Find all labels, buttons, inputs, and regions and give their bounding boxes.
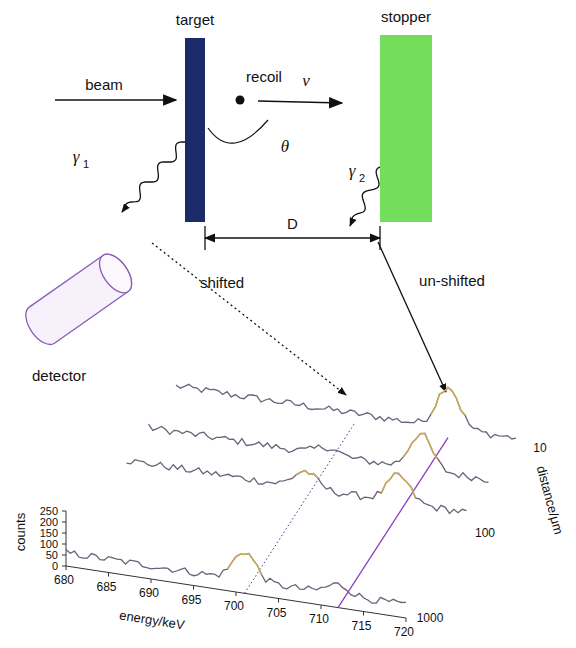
axis-tick [62, 544, 66, 545]
label: un-shifted [419, 273, 485, 288]
peak-highlight [404, 434, 438, 459]
label: θ [281, 138, 289, 155]
spectrum-trace [149, 424, 489, 482]
recoil-nucleus [236, 96, 245, 105]
axis-tick [406, 618, 407, 622]
label: 250 [40, 506, 58, 517]
energy-axis [66, 566, 406, 618]
node-label: stopper [381, 9, 431, 24]
label: 50 [46, 550, 58, 561]
label: beam [85, 77, 123, 92]
peak-highlight [297, 471, 318, 478]
label: 1 [83, 159, 89, 170]
label: shifted [200, 275, 244, 290]
detector-cylinder [10, 236, 150, 388]
spectrum-trace [176, 384, 516, 439]
label: 690 [139, 587, 159, 599]
label: 10 [533, 442, 546, 454]
axis-tick [62, 555, 66, 556]
label: 100 [40, 539, 58, 550]
label: 710 [309, 613, 329, 625]
spectrum-trace [66, 549, 406, 603]
angle-arc [208, 120, 268, 143]
label: 1000 [417, 612, 444, 624]
axis-tick [151, 579, 152, 583]
detector-face [93, 249, 138, 299]
peak-highlight [228, 554, 262, 575]
axis-tick [278, 599, 279, 603]
label: distance/μm [535, 464, 566, 535]
unshifted-pointer [378, 242, 446, 392]
counts-axis [66, 511, 67, 566]
peak-highlight [382, 473, 416, 498]
axis-tick [321, 605, 322, 609]
label: counts [14, 513, 27, 551]
detector-body [19, 249, 138, 350]
label: 695 [181, 594, 201, 606]
label: energy/keV [119, 608, 186, 631]
beam-arrow [55, 99, 176, 101]
target-foil: target [185, 38, 205, 222]
node-label: detector [32, 368, 86, 383]
label: 720 [394, 626, 414, 638]
axis-tick [62, 511, 66, 512]
axis-tick [236, 592, 237, 596]
spectrum-chart [62, 384, 516, 622]
label: 705 [266, 607, 286, 619]
node-label: target [176, 12, 214, 27]
axis-tick [62, 566, 66, 567]
detector-side [19, 249, 138, 350]
dimension-line [205, 237, 380, 238]
label: v [302, 72, 310, 89]
label: 700 [224, 600, 244, 612]
label: recoil [246, 69, 282, 84]
axis-tick [193, 586, 194, 590]
label: 715 [351, 620, 371, 632]
axis-tick [108, 573, 109, 577]
axis-tick [66, 566, 67, 570]
label: 150 [40, 528, 58, 539]
stopper-foil: stopper [380, 35, 432, 222]
label: 680 [54, 574, 74, 586]
label: 0 [52, 561, 58, 572]
axis-tick [363, 612, 364, 616]
shifted-pointer [152, 243, 346, 395]
label: 2 [359, 173, 365, 184]
velocity-arrow [258, 101, 342, 103]
detector: detector [10, 236, 150, 388]
label: 100 [475, 527, 495, 539]
peak-highlight [431, 388, 465, 416]
label: γ [349, 162, 356, 179]
label: γ [73, 148, 80, 165]
axis-tick [62, 533, 66, 534]
edge-label: D [285, 216, 300, 231]
label: 200 [40, 517, 58, 528]
axis-tick [62, 522, 66, 523]
spectrum-trace [127, 460, 467, 514]
label: 685 [96, 581, 116, 593]
